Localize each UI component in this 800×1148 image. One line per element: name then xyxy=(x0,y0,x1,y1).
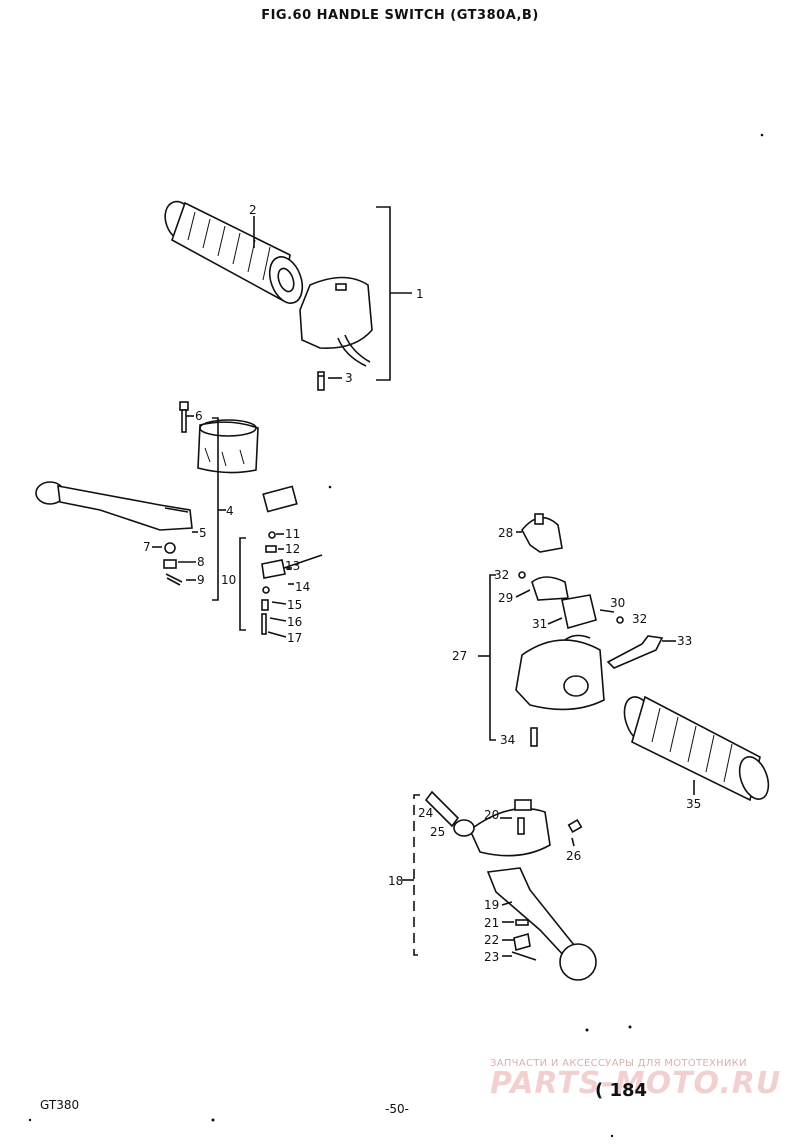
label-31: 31 xyxy=(532,617,547,631)
label-8: 8 xyxy=(197,555,205,569)
label-12: 12 xyxy=(285,542,300,556)
watermark-logo: PARTS-MOTO.RU xyxy=(490,1066,782,1101)
watermark-tagline: ЗАПЧАСТИ И АКСЕССУАРЫ ДЛЯ МОТОТЕХНИКИ xyxy=(490,1058,747,1069)
clutch-lever[interactable] xyxy=(35,481,193,531)
label-2: 2 xyxy=(249,203,257,217)
label-10: 10 xyxy=(221,573,236,587)
label-13: 13 xyxy=(285,559,300,573)
screw-3[interactable] xyxy=(317,371,325,391)
label-27: 27 xyxy=(452,649,467,663)
parts-24-26[interactable] xyxy=(424,790,583,837)
label-17: 17 xyxy=(287,631,302,645)
label-29: 29 xyxy=(498,591,513,605)
bracket-27 xyxy=(489,574,496,741)
bolt-6[interactable] xyxy=(179,401,189,433)
parts-21-23[interactable] xyxy=(511,919,537,961)
label-30: 30 xyxy=(610,596,625,610)
left-grip[interactable] xyxy=(160,197,308,307)
bracket-4 xyxy=(212,417,219,601)
label-11: 11 xyxy=(285,527,300,541)
label-32-right: 32 xyxy=(632,612,647,626)
label-16: 16 xyxy=(287,615,302,629)
label-23: 23 xyxy=(484,950,499,964)
right-switch-cover-28[interactable] xyxy=(521,513,563,553)
right-switch-housing-27[interactable] xyxy=(515,634,605,711)
label-24: 24 xyxy=(418,806,433,820)
screw-34[interactable] xyxy=(530,727,538,747)
bracket-1 xyxy=(376,206,391,381)
right-grip-35[interactable] xyxy=(619,693,774,803)
clutch-lever-holder[interactable] xyxy=(197,419,259,474)
label-18: 18 xyxy=(388,874,403,888)
switch-parts-29-32[interactable] xyxy=(518,571,664,669)
label-28: 28 xyxy=(498,526,513,540)
label-6: 6 xyxy=(195,409,203,423)
label-19: 19 xyxy=(484,898,499,912)
label-35: 35 xyxy=(686,797,701,811)
label-26: 26 xyxy=(566,849,581,863)
label-7: 7 xyxy=(143,540,151,554)
label-14: 14 xyxy=(295,580,310,594)
left-switch-housing[interactable] xyxy=(299,276,373,367)
label-5: 5 xyxy=(199,526,207,540)
scan-specks xyxy=(28,133,764,1138)
label-32-top: 32 xyxy=(494,568,509,582)
label-22: 22 xyxy=(484,933,499,947)
label-25: 25 xyxy=(430,825,445,839)
reference-number: ( 184 xyxy=(595,1080,648,1101)
label-15: 15 xyxy=(287,598,302,612)
brake-lever-holder-20[interactable] xyxy=(469,799,551,857)
label-9: 9 xyxy=(197,573,205,587)
bracket-18 xyxy=(413,794,420,956)
label-20: 20 xyxy=(484,808,499,822)
label-3: 3 xyxy=(345,371,353,385)
model-code: GT380 xyxy=(40,1098,80,1112)
lever-hardware[interactable] xyxy=(163,542,183,586)
label-33: 33 xyxy=(677,634,692,648)
label-21: 21 xyxy=(484,916,499,930)
brake-lever-19[interactable] xyxy=(486,867,597,981)
page-number: -50- xyxy=(385,1102,409,1116)
bracket-10 xyxy=(239,537,246,631)
label-34: 34 xyxy=(500,733,515,747)
label-4: 4 xyxy=(226,504,234,518)
figure-title: FIG.60 HANDLE SWITCH (GT380A,B) xyxy=(261,8,539,23)
label-1: 1 xyxy=(416,287,424,301)
switch-parts-11-17[interactable] xyxy=(261,485,323,635)
